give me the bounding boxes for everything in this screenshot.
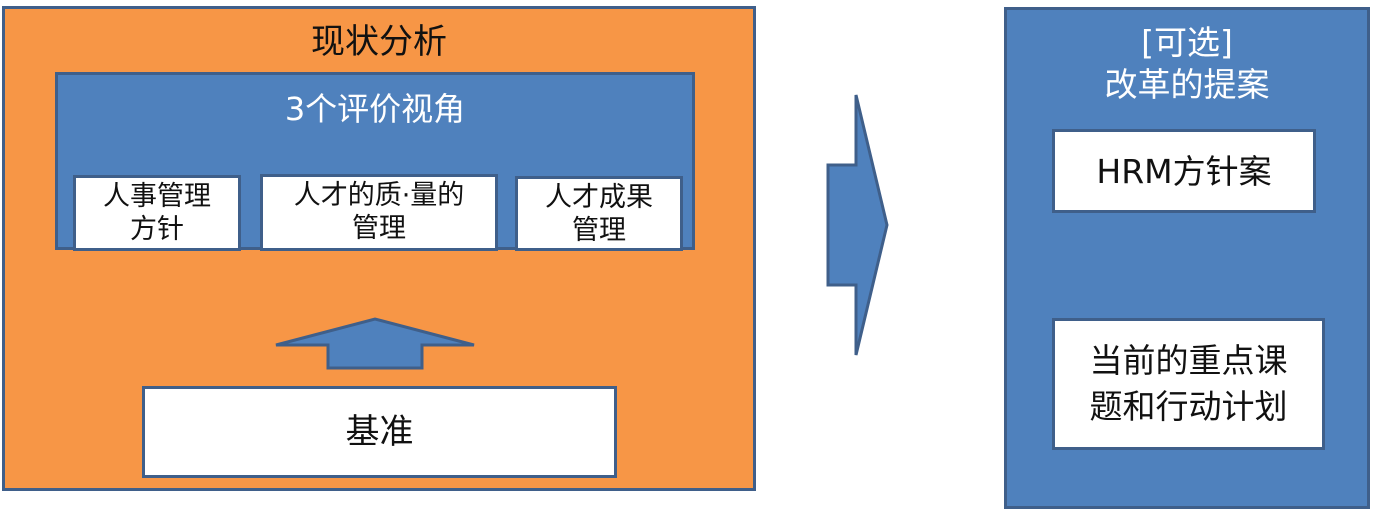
basis-label: 基准 [345,411,414,452]
perspectives-title: 3个评价视角 [284,90,466,128]
perspective-label-line2: 方针 [130,214,184,245]
up-arrow-icon [275,317,475,370]
perspective-label-line2: 管理 [572,214,626,246]
action-plan-line1: 当前的重点课 [1089,341,1288,380]
current-analysis-title: 现状分析 [311,22,447,62]
perspective-hr-policy: 人事管理 方针 [73,175,241,251]
action-plan-box: 当前的重点课 题和行动计划 [1052,318,1325,450]
hrm-policy-box: HRM方针案 [1052,129,1316,213]
right-arrow-icon [826,94,889,356]
reform-proposal-title: [可选] 改革的提案 [1004,22,1370,106]
perspective-label-line1: 人才成果 [545,181,653,213]
reform-proposal-label: 改革的提案 [1104,65,1270,104]
perspective-talent-quality: 人才的质·量的 管理 [260,174,498,251]
basis-box: 基准 [142,386,617,478]
hrm-policy-label: HRM方针案 [1096,151,1272,191]
perspective-label-line1: 人才的质·量的 [293,180,465,211]
action-plan-line2: 题和行动计划 [1089,387,1288,426]
optional-label: [可选] [1141,23,1233,62]
perspective-label-line2: 管理 [352,213,406,244]
perspective-label-line1: 人事管理 [103,181,211,212]
perspective-talent-results: 人才成果 管理 [515,176,683,251]
